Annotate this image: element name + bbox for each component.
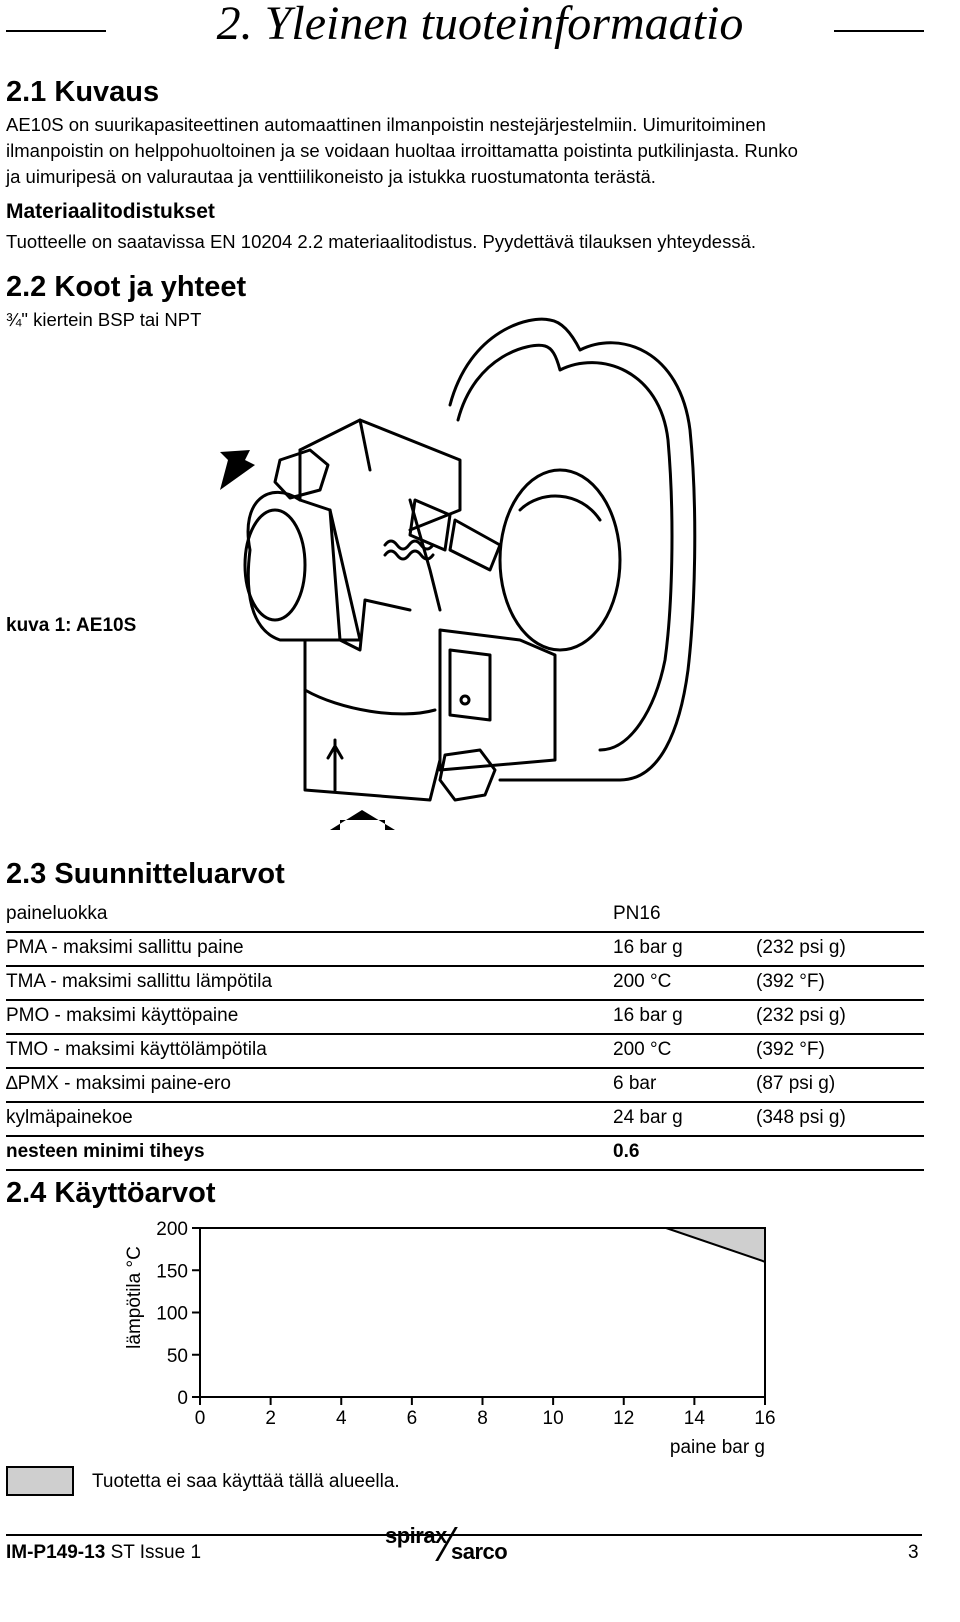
row-alt: (232 psi g): [756, 937, 846, 958]
section-2-1-text: AE10S on suurikapasiteettinen automaatti…: [6, 112, 936, 190]
materials-heading: Materiaalitodistukset: [6, 200, 215, 223]
figure-caption: kuva 1: AE10S: [6, 615, 137, 636]
row-label: ∆PMX - maksimi paine-ero: [6, 1073, 231, 1094]
footer-rule: [6, 1534, 922, 1536]
y-axis-label: lämpötila °C: [124, 1246, 145, 1349]
section-2-3-heading: 2.3 Suunnitteluarvot: [6, 858, 285, 890]
row-alt: (348 psi g): [756, 1107, 846, 1128]
row-alt: (392 °F): [756, 971, 825, 992]
chapter-title: 2. Yleinen tuoteinformaatio: [0, 0, 960, 50]
y-tick-label: 0: [177, 1388, 188, 1409]
row-value: 200 °C: [613, 971, 672, 992]
table-row: TMO - maksimi käyttölämpötila 200 °C (39…: [6, 1035, 924, 1069]
row-value: 0.6: [613, 1141, 640, 1162]
y-tick-label: 200: [156, 1219, 188, 1240]
x-tick-label: 10: [543, 1408, 564, 1429]
row-label: TMO - maksimi käyttölämpötila: [6, 1039, 267, 1060]
row-value: 24 bar g: [613, 1107, 683, 1128]
title-rule-left: [6, 30, 106, 32]
row-label: TMA - maksimi sallittu lämpötila: [6, 971, 273, 992]
section-2-1-heading: 2.1 Kuvaus: [6, 76, 160, 108]
doc-code: IM-P149-13: [6, 1542, 106, 1563]
spirax-sarco-logo: spirax sarco: [385, 1523, 555, 1564]
row-value: 6 bar: [613, 1073, 657, 1094]
table-row: ∆PMX - maksimi paine-ero 6 bar (87 psi g…: [6, 1069, 924, 1103]
operating-range-chart: 0 50 100 150 200 0 2 4 6 8 10 12 14 16 paine bar g lämp…: [124, 1219, 776, 1458]
x-tick-label: 4: [336, 1408, 347, 1429]
row-label: PMA - maksimi sallittu paine: [6, 937, 244, 958]
row-alt: (392 °F): [756, 1039, 825, 1060]
table-row: nesteen minimi tiheys 0.6: [6, 1137, 924, 1171]
x-tick-label: 8: [477, 1408, 488, 1429]
ae10s-illustration: [220, 317, 697, 830]
x-tick-label: 2: [265, 1408, 276, 1429]
row-value: 16 bar g: [613, 1005, 683, 1026]
table-row: TMA - maksimi sallittu lämpötila 200 °C …: [6, 967, 924, 1001]
materials-text: Tuotteelle on saatavissa EN 10204 2.2 ma…: [6, 231, 757, 252]
row-label: PMO - maksimi käyttöpaine: [6, 1005, 239, 1026]
x-tick-label: 16: [754, 1408, 775, 1429]
footer-doc: IM-P149-13 ST Issue 1: [6, 1542, 201, 1564]
chapter-title-text: 2. Yleinen tuoteinformaatio: [216, 0, 744, 50]
table-row: paineluokka PN16: [6, 899, 924, 933]
chart-plot-area: [665, 1227, 766, 1264]
row-label: nesteen minimi tiheys: [6, 1141, 205, 1162]
text-line: ja uimuripesä on valurautaa ja venttiili…: [6, 166, 656, 187]
section-2-4-heading: 2.4 Käyttöarvot: [6, 1177, 216, 1209]
chart-labels: 0 50 100 150 200 0 2 4 6 8 10 12 14 16 paine bar g lämp…: [124, 1219, 776, 1458]
row-alt: (87 psi g): [756, 1073, 836, 1094]
x-tick-label: 12: [613, 1408, 634, 1429]
text-line: AE10S on suurikapasiteettinen automaatti…: [6, 114, 766, 135]
legend-swatch: [6, 1466, 74, 1496]
row-alt: (232 psi g): [756, 1005, 846, 1026]
row-value: 200 °C: [613, 1039, 672, 1060]
logo-top: spirax: [385, 1523, 447, 1548]
forbidden-region: [665, 1227, 766, 1264]
design-values-table: paineluokka PN16 PMA - maksimi sallittu …: [6, 899, 924, 1171]
row-value: 16 bar g: [613, 937, 683, 958]
issue: ST Issue 1: [110, 1542, 202, 1563]
y-tick-label: 150: [156, 1261, 188, 1282]
title-rule-right: [834, 30, 924, 32]
row-value: PN16: [613, 903, 661, 924]
chart-axes: [192, 1227, 766, 1405]
table-row: PMA - maksimi sallittu paine 16 bar g (2…: [6, 933, 924, 967]
row-label: kylmäpainekoe: [6, 1107, 133, 1128]
row-label: paineluokka: [6, 903, 108, 924]
logo-bottom: sarco: [451, 1539, 508, 1564]
x-tick-label: 6: [407, 1408, 418, 1429]
text-line: ilmanpoistin on helppohuoltoinen ja se v…: [6, 140, 798, 161]
x-axis-label: paine bar g: [670, 1437, 765, 1458]
page-number: 3: [908, 1542, 919, 1563]
x-tick-label: 0: [195, 1408, 206, 1429]
x-tick-label: 14: [684, 1408, 706, 1429]
y-tick-label: 50: [167, 1346, 188, 1367]
y-tick-label: 100: [156, 1304, 188, 1325]
table-row: kylmäpainekoe 24 bar g (348 psi g): [6, 1103, 924, 1137]
table-row: PMO - maksimi käyttöpaine 16 bar g (232 …: [6, 1001, 924, 1035]
section-2-2-heading: 2.2 Koot ja yhteet: [6, 271, 247, 303]
connections-text: ¾" kiertein BSP tai NPT: [6, 309, 202, 330]
legend-text: Tuotetta ei saa käyttää tällä alueella.: [92, 1471, 400, 1492]
